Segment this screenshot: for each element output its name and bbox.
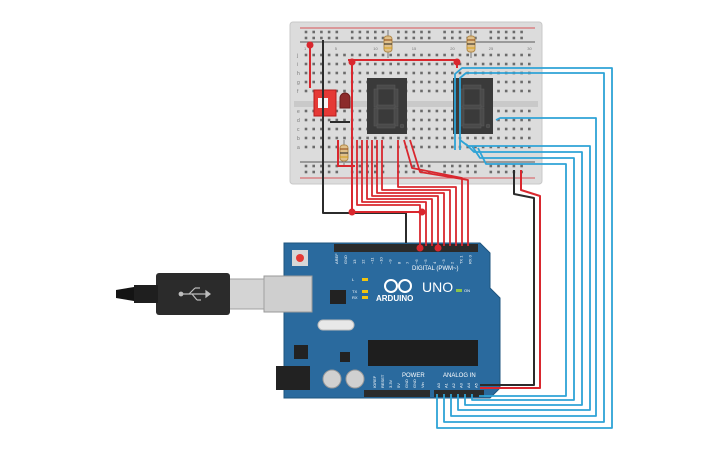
breadboard-row-letter: i	[297, 62, 298, 68]
power-pin-label: IOREF	[372, 375, 377, 388]
resistor-1[interactable]	[383, 30, 393, 58]
breadboard-col-number: 1	[304, 46, 307, 51]
digital-pin-label: ~11	[370, 257, 375, 264]
digital-pin-label: GND	[343, 255, 348, 264]
power-pin-label: GND	[412, 379, 417, 388]
breadboard-col-number: 30	[527, 46, 532, 51]
board-model-label: UNO	[422, 279, 453, 295]
analog-pin-label: A1	[444, 382, 449, 388]
breadboard-row-letter: b	[297, 136, 300, 142]
digital-pin-label: ~10	[379, 256, 384, 264]
analog-pin-label: A3	[459, 382, 464, 388]
digital-pin-label: ~6	[414, 259, 419, 264]
on-led-label: ON	[464, 288, 470, 293]
analog-pin-label: A0	[436, 382, 441, 388]
power-pin-label: 5V	[396, 383, 401, 388]
resistor-3[interactable]	[339, 140, 349, 166]
breadboard-row-letter: f	[297, 89, 299, 95]
digital-pin-label: 2	[450, 261, 455, 264]
breadboard-row-letter: j	[296, 53, 298, 59]
digital-pin-label: ~3	[441, 259, 446, 264]
digital-pin-label: 13	[352, 259, 357, 264]
arduino-logo-icon	[384, 279, 412, 293]
breadboard-col-number: 25	[489, 46, 494, 51]
digital-pin-label: AREF	[334, 253, 339, 264]
digital-pin-label: 7	[405, 261, 410, 264]
slide-switch[interactable]	[313, 89, 337, 117]
rx-led-label: RX	[352, 295, 358, 300]
power-header-label: POWER	[402, 373, 425, 379]
digital-pin-label: ~5	[423, 259, 428, 264]
breadboard-col-number: 5	[335, 46, 338, 51]
arduino-uno-board[interactable]	[263, 242, 501, 399]
board-brand-label: ARDUINO	[376, 294, 413, 303]
analog-pin-label: A4	[466, 382, 471, 388]
digital-pin-label: 4	[432, 261, 437, 264]
breadboard-row-letter: h	[297, 71, 300, 77]
analog-pin-label: A5	[474, 382, 479, 388]
breadboard-col-number: 10	[373, 46, 378, 51]
power-pin-label: Vin	[420, 382, 425, 388]
breadboard-row-letter: g	[297, 80, 300, 86]
resistor-2[interactable]	[466, 30, 476, 58]
usb-cable[interactable]	[116, 273, 265, 315]
l-led-label: L	[352, 277, 355, 282]
power-pin-label: GND	[404, 379, 409, 388]
breadboard-col-number: 15	[412, 46, 417, 51]
wires[interactable]	[309, 40, 613, 429]
seven-segment-display-1[interactable]	[367, 78, 407, 134]
breadboard-col-number: 20	[450, 46, 455, 51]
digital-pin-label: 8	[396, 261, 401, 264]
breadboard-row-letter: a	[297, 145, 300, 151]
digital-pin-label: 12	[361, 259, 366, 264]
analog-header-label: ANALOG IN	[443, 373, 476, 379]
breadboard-row-letter: d	[297, 118, 300, 124]
power-pin-label: 3.3V	[388, 379, 393, 388]
analog-pin-label: A2	[451, 382, 456, 388]
breadboard-row-letter: c	[297, 127, 300, 133]
led[interactable]	[339, 92, 351, 109]
breadboard-row-letter: e	[297, 109, 300, 115]
tx-led-label: TX	[352, 289, 357, 294]
digital-header-label: DIGITAL (PWM~)	[412, 266, 459, 272]
digital-pin-label: RX 0	[468, 254, 473, 264]
digital-pin-label: TX 1	[459, 255, 464, 264]
seven-segment-display-2[interactable]	[453, 78, 493, 134]
power-pin-label: RESET	[380, 374, 385, 388]
wire-endpoints	[306, 41, 461, 252]
digital-pin-label: ~9	[387, 259, 392, 264]
usb-symbol-icon	[178, 287, 211, 301]
